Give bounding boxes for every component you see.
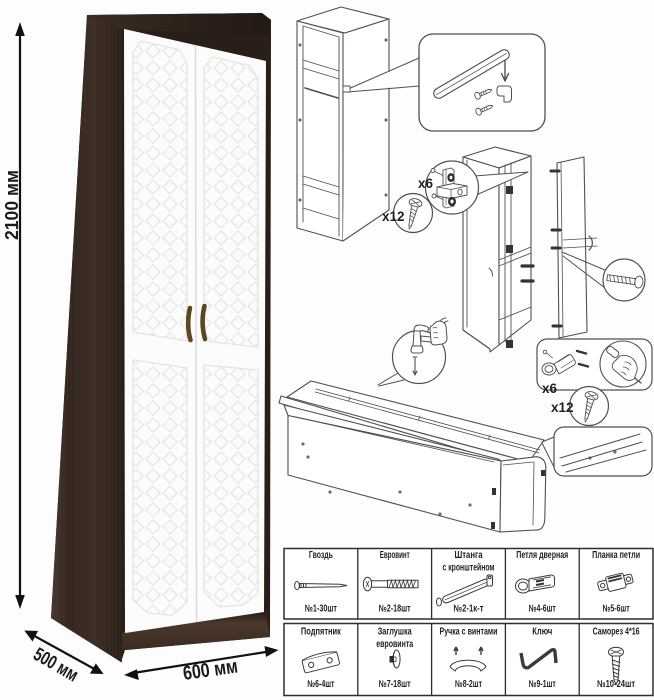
svg-text:№2-18шт: №2-18шт xyxy=(379,604,411,615)
svg-text:Ключ: Ключ xyxy=(532,627,552,638)
svg-text:x12: x12 xyxy=(382,209,405,224)
svg-text:№5-6шт: №5-6шт xyxy=(603,604,630,615)
svg-text:с кронштейном: с кронштейном xyxy=(443,563,495,574)
svg-text:евровинта: евровинта xyxy=(376,639,413,650)
svg-text:Саморез 4*16: Саморез 4*16 xyxy=(593,627,640,638)
svg-text:№6-4шт: №6-4шт xyxy=(307,679,334,690)
svg-text:600 мм: 600 мм xyxy=(182,656,240,685)
svg-text:Планка петли: Планка петли xyxy=(592,550,640,561)
svg-text:№8-2шт: №8-2шт xyxy=(455,679,482,690)
svg-text:x6: x6 xyxy=(418,176,434,191)
svg-text:№9-1шт: №9-1шт xyxy=(529,679,556,690)
svg-text:Евровинт: Евровинт xyxy=(380,550,410,561)
svg-text:Ручка с винтами: Ручка с винтами xyxy=(440,627,498,638)
svg-text:Штанга: Штанга xyxy=(455,550,483,561)
svg-text:№4-6шт: №4-6шт xyxy=(529,604,556,615)
svg-text:Петля дверная: Петля дверная xyxy=(516,550,568,561)
svg-text:№7-18шт: №7-18шт xyxy=(379,679,411,690)
svg-text:Гвоздь: Гвоздь xyxy=(309,550,333,561)
svg-text:x6: x6 xyxy=(542,381,558,396)
svg-text:Заглушка: Заглушка xyxy=(378,627,412,638)
svg-text:Подпятник: Подпятник xyxy=(301,627,341,638)
svg-text:2100 мм: 2100 мм xyxy=(2,170,22,240)
svg-text:500 мм: 500 мм xyxy=(30,644,82,686)
svg-text:№1-30шт: №1-30шт xyxy=(305,604,337,615)
svg-text:x12: x12 xyxy=(551,400,574,415)
svg-text:№2-1к-т: №2-1к-т xyxy=(454,604,484,615)
